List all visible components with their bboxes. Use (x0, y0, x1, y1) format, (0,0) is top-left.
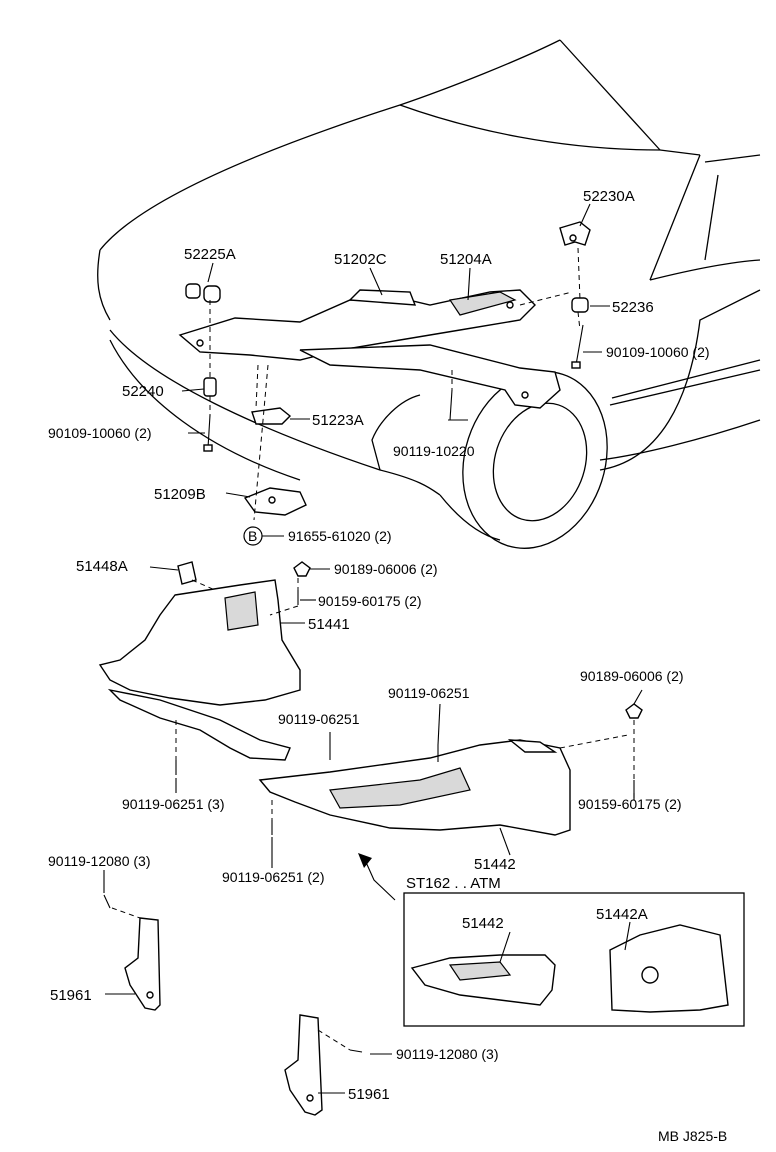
inset-st162-atm (403, 892, 745, 1027)
label-90109-10060-right: 90109-10060 (2) (606, 344, 710, 360)
bracket-51961-lower (284, 1014, 363, 1116)
label-52236: 52236 (612, 299, 654, 316)
label-90189-06006-right: 90189-06006 (2) (580, 668, 684, 684)
label-90109-10060-left: 90109-10060 (2) (48, 425, 152, 441)
label-90119-06251-mid: 90119-06251 (278, 711, 360, 727)
label-90189-06006-top: 90189-06006 (2) (334, 561, 438, 577)
label-51961-upper: 51961 (50, 987, 92, 1004)
label-52230a: 52230A (583, 188, 635, 205)
part-52236 (571, 297, 589, 313)
label-st162-atm: ST162 . . ATM (406, 875, 501, 892)
b-marker-circle (243, 526, 263, 546)
label-90159-60175-top: 90159-60175 (2) (318, 593, 422, 609)
crossmember-51202c (178, 289, 561, 409)
part-labels: 52230A 52225A 51202C 51204A 52236 90109-… (48, 188, 727, 1144)
label-90119-12080-upper: 90119-12080 (3) (48, 853, 150, 869)
label-51204a: 51204A (440, 251, 492, 268)
car-body-outline (97, 39, 761, 549)
label-91655-61020: 91655-61020 (2) (288, 528, 392, 544)
label-51223a: 51223A (312, 412, 364, 429)
leader-lines (103, 203, 643, 1094)
undercover-51442 (258, 739, 571, 836)
label-90119-06251-upper: 90119-06251 (388, 685, 470, 701)
bolt-90119-10220 (449, 389, 453, 421)
label-90119-10220: 90119-10220 (393, 443, 475, 459)
label-51442: 51442 (474, 856, 516, 873)
label-51448a: 51448A (76, 558, 128, 575)
label-51441: 51441 (308, 616, 350, 633)
label-inset-51442: 51442 (462, 915, 504, 932)
undercover-51441 (98, 561, 301, 761)
label-51202c: 51202C (334, 251, 387, 268)
inset-arrowhead (358, 853, 372, 868)
label-inset-51442a: 51442A (596, 906, 648, 923)
bracket-51961-upper (103, 894, 161, 1011)
bolt-90109-left (203, 414, 213, 452)
part-52225a (185, 283, 221, 303)
dashed-guides (111, 247, 635, 1051)
part-51223a (251, 407, 292, 425)
label-90159-60175-right: 90159-60175 (2) (578, 796, 682, 812)
bolt-90109-right (571, 324, 584, 369)
inset-arrow (364, 859, 396, 901)
label-90119-06251-left: 90119-06251 (3) (122, 796, 224, 812)
footer-diagram-code: MB J825-B (658, 1128, 727, 1144)
part-51209b (243, 487, 307, 516)
label-52225a: 52225A (184, 246, 236, 263)
label-b-marker: B (248, 528, 257, 544)
label-52240: 52240 (122, 383, 164, 400)
label-51961-lower: 51961 (348, 1086, 390, 1103)
part-52230a (559, 221, 591, 246)
part-52240 (203, 377, 217, 397)
label-90119-12080-lower: 90119-12080 (3) (396, 1046, 498, 1062)
label-51209b: 51209B (154, 486, 206, 503)
fasteners-mid (175, 561, 643, 835)
label-90119-06251-bottom: 90119-06251 (2) (222, 869, 324, 885)
